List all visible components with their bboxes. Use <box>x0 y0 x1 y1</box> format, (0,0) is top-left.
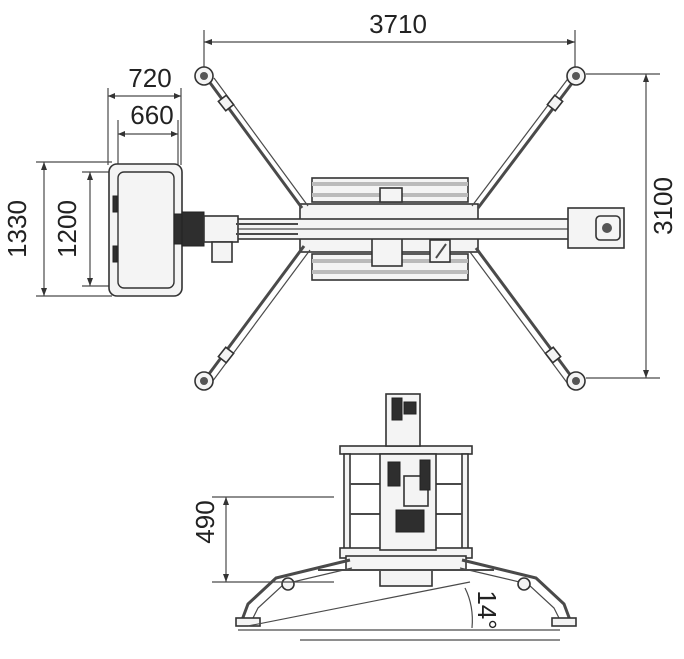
base <box>318 555 494 587</box>
angle-indicator: 14° <box>238 581 560 641</box>
boom <box>181 207 625 263</box>
outriggers <box>194 66 586 391</box>
dim-label-basket-inner-width: 660 <box>130 100 173 130</box>
dim-base-height: 490 <box>190 496 334 583</box>
dim-label-basket-outer-length: 1330 <box>2 200 32 258</box>
dim-label-base-height: 490 <box>190 500 220 543</box>
dim-label-basket-outer-width: 720 <box>128 63 171 93</box>
mast <box>379 393 437 551</box>
top-view: 3710 3100 720 660 <box>2 9 678 391</box>
dim-basket-width: 720 660 <box>107 63 182 165</box>
basket-top-view <box>108 163 183 297</box>
dim-label-basket-inner-length: 1200 <box>52 200 82 258</box>
dim-total-width: 3710 <box>203 9 576 72</box>
dim-label-total-width: 3710 <box>369 9 427 39</box>
dim-basket-length: 1330 1200 <box>2 161 112 297</box>
side-view: 490 14° <box>190 393 577 641</box>
outrigger-legs-side <box>235 558 577 627</box>
dim-label-outrigger-span: 3100 <box>648 177 678 235</box>
dim-label-angle: 14° <box>472 590 502 629</box>
dim-outrigger-span: 3100 <box>586 73 678 379</box>
